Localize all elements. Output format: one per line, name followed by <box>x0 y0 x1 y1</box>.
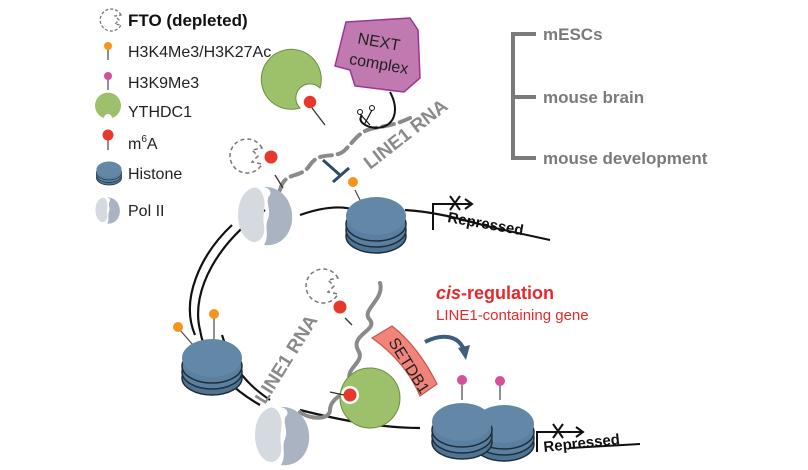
line1-rna-bottom <box>298 281 383 420</box>
dna-strand <box>197 206 496 430</box>
fto-bottom <box>305 268 339 304</box>
m6a-top-left <box>263 149 279 165</box>
legend-label-h3k9: H3K9Me3 <box>128 75 199 92</box>
ythdc1-top <box>260 48 326 126</box>
context-bracket: mESCs mouse brain mouse development <box>511 25 708 168</box>
legend-item-h3k9: H3K9Me3 <box>104 72 199 92</box>
histone-left <box>181 338 243 396</box>
cis-regulation-title: cis-regulation <box>436 283 554 303</box>
context-mescs: mESCs <box>543 25 603 44</box>
histone-top <box>345 196 407 254</box>
h3k4-left-1 <box>173 322 183 332</box>
inhibition-mark <box>322 158 350 184</box>
histone-icon <box>96 161 122 186</box>
pol2-icon <box>95 197 120 224</box>
dna-top-right <box>494 227 551 241</box>
h3k9-1 <box>457 375 467 385</box>
legend-item-histone: Histone <box>96 161 182 186</box>
m6a-bottom <box>332 299 348 315</box>
legend-item-h3k4: H3K4Me3/H3K27Ac <box>104 42 271 61</box>
dna-bottom-right <box>569 443 641 449</box>
cis-regulation-subtitle: LINE1-containing gene <box>436 307 589 324</box>
legend-label-fto: FTO (depleted) <box>128 11 248 30</box>
legend-label-h3k4: H3K4Me3/H3K27Ac <box>128 44 271 61</box>
ythdc1-bottom <box>329 367 401 429</box>
context-mouse-development: mouse development <box>543 149 708 168</box>
h3k9-2 <box>495 376 505 386</box>
promoter-bottom: Repressed <box>536 423 621 456</box>
h3k4me3-mark-icon <box>104 42 112 60</box>
pol2-bottom <box>255 406 310 466</box>
dna-loop-left <box>188 224 233 336</box>
promoter-top: Repressed <box>432 195 525 239</box>
m6a-icon <box>102 129 114 150</box>
legend-label-histone: Histone <box>128 166 182 183</box>
repressed-top: Repressed <box>446 209 525 239</box>
legend: FTO (depleted) H3K4Me3/H3K27Ac H3K9Me3 Y… <box>95 8 271 224</box>
legend-label-ythdc1: YTHDC1 <box>128 104 192 121</box>
histone-left-group <box>173 309 243 396</box>
fto-top <box>229 138 263 174</box>
legend-item-pol2: Pol II <box>95 197 164 224</box>
legend-item-fto: FTO (depleted) <box>99 8 248 32</box>
h3k4-left-2 <box>209 309 219 319</box>
fto-depleted-icon <box>99 8 122 32</box>
context-mouse-brain: mouse brain <box>543 88 644 107</box>
methylation-arrow <box>424 334 470 360</box>
scissors-icon <box>357 105 375 126</box>
legend-item-ythdc1: YTHDC1 <box>95 92 192 121</box>
histone-bottom-1 <box>431 402 493 460</box>
legend-item-m6a: m6A <box>102 129 158 153</box>
h3k9me3-mark-icon <box>104 72 112 90</box>
legend-label-pol2: Pol II <box>128 203 164 220</box>
pol2-top <box>238 186 293 246</box>
h3k4-top <box>348 177 358 187</box>
ythdc1-icon <box>95 92 121 118</box>
rna-label-bottom: LINE1 RNA <box>251 311 322 407</box>
legend-label-m6a: m6A <box>128 134 158 153</box>
next-complex: NEXT complex <box>334 17 421 130</box>
